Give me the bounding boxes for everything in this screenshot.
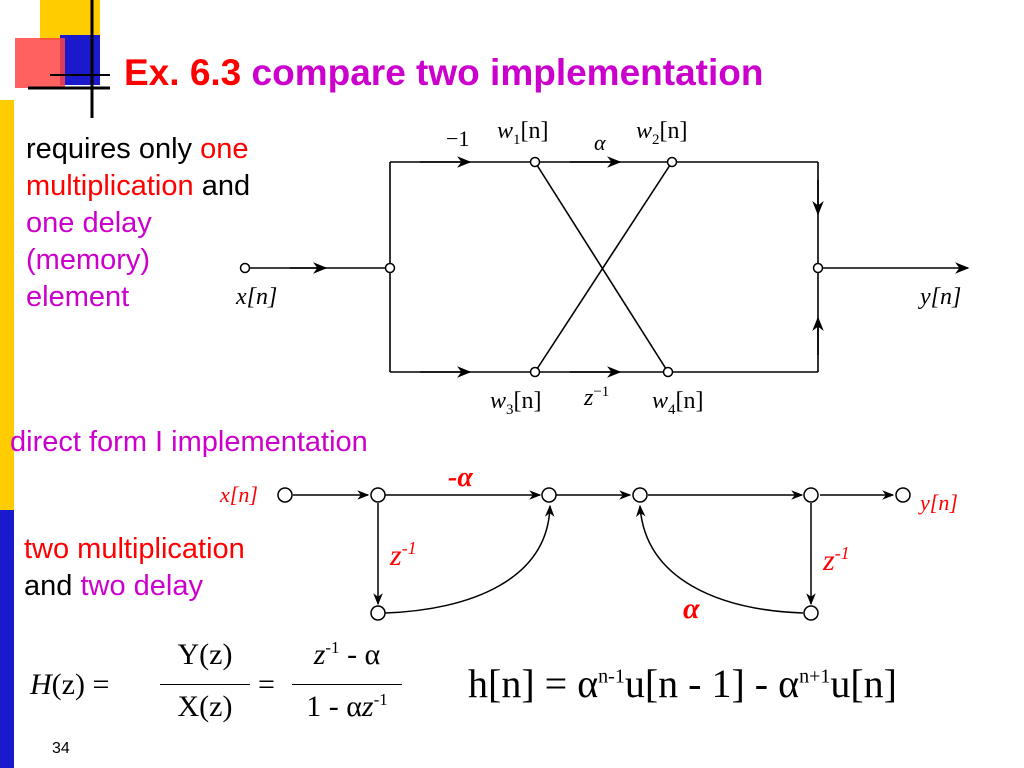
- direct-label-z2: z-1: [823, 543, 850, 577]
- lattice-node-w4: [662, 366, 674, 378]
- direct-node-delay2: [803, 605, 819, 621]
- label-z-inverse: z−1: [584, 384, 610, 411]
- lattice-node-w3: [529, 366, 541, 378]
- direct-node-delay1: [370, 605, 386, 621]
- desc-one: one: [200, 133, 249, 165]
- desc-element: element: [26, 281, 130, 313]
- desc-two-delay: two delay: [80, 570, 203, 602]
- direct-label-z1: z-1: [390, 538, 417, 572]
- direct-label-x: x[n]: [220, 482, 258, 507]
- direct-feedforward-arc: [384, 504, 555, 614]
- direct-feedback-arc: [635, 504, 804, 614]
- desc-multiplication: multiplication: [26, 170, 194, 202]
- label-lattice-y: y[n]: [920, 284, 962, 310]
- lattice-node-w2: [666, 156, 678, 168]
- direct-node-a: [370, 487, 386, 503]
- desc-two-multiplication: two multiplication: [24, 533, 245, 565]
- lattice-node-split: [384, 262, 396, 274]
- label-w4: w4[n]: [652, 388, 704, 418]
- corner-logo: [15, 0, 110, 118]
- label-w1: w1[n]: [497, 118, 549, 148]
- label-lattice-x: x[n]: [236, 284, 278, 310]
- direct-label-y: y[n]: [920, 490, 958, 515]
- direct-node-input: [277, 487, 293, 503]
- desc-requires: requires only: [26, 133, 193, 165]
- label-neg-one: −1: [446, 126, 470, 151]
- desc-memory: (memory): [26, 244, 151, 276]
- desc-one-delay: one delay: [26, 207, 152, 239]
- lattice-cross-w1-w4: [534, 161, 669, 373]
- desc-and: and: [201, 170, 251, 202]
- direct-node-c: [632, 487, 648, 503]
- slide-number: 34: [52, 740, 70, 757]
- bottom-description: two multiplication and two delay: [24, 531, 245, 605]
- label-w3: w3[n]: [490, 388, 542, 418]
- slide-title: Ex. 6.3 compare two implementation: [124, 52, 763, 94]
- direct-label-neg-alpha: -α: [448, 462, 473, 493]
- left-blue-bar: [0, 510, 14, 768]
- left-yellow-bar: [0, 100, 14, 510]
- equation-transfer-function: H(z) = Y(z) X(z) = z-1 - α 1 - αz-1: [30, 638, 410, 738]
- lattice-node-output: [812, 262, 824, 274]
- title-example-number: Ex. 6.3: [124, 52, 242, 93]
- direct-node-d: [803, 487, 819, 503]
- direct-node-b: [541, 487, 557, 503]
- label-alpha-top: α: [594, 130, 606, 155]
- title-text: compare two implementation: [251, 52, 764, 93]
- equation-impulse-response: h[n] = αn-1u[n - 1] - αn+1u[n]: [468, 661, 897, 706]
- direct-label-alpha: α: [683, 592, 700, 625]
- lattice-node-w1: [529, 156, 541, 168]
- direct-form-heading: direct form I implementation: [10, 426, 368, 458]
- label-w2: w2[n]: [636, 118, 688, 148]
- desc-and-2: and: [24, 570, 73, 602]
- direct-node-output: [895, 487, 911, 503]
- lattice-cross-w2-w3: [534, 161, 673, 373]
- top-description: requires only one multiplication and one…: [26, 131, 250, 316]
- lattice-node-input: [239, 262, 251, 274]
